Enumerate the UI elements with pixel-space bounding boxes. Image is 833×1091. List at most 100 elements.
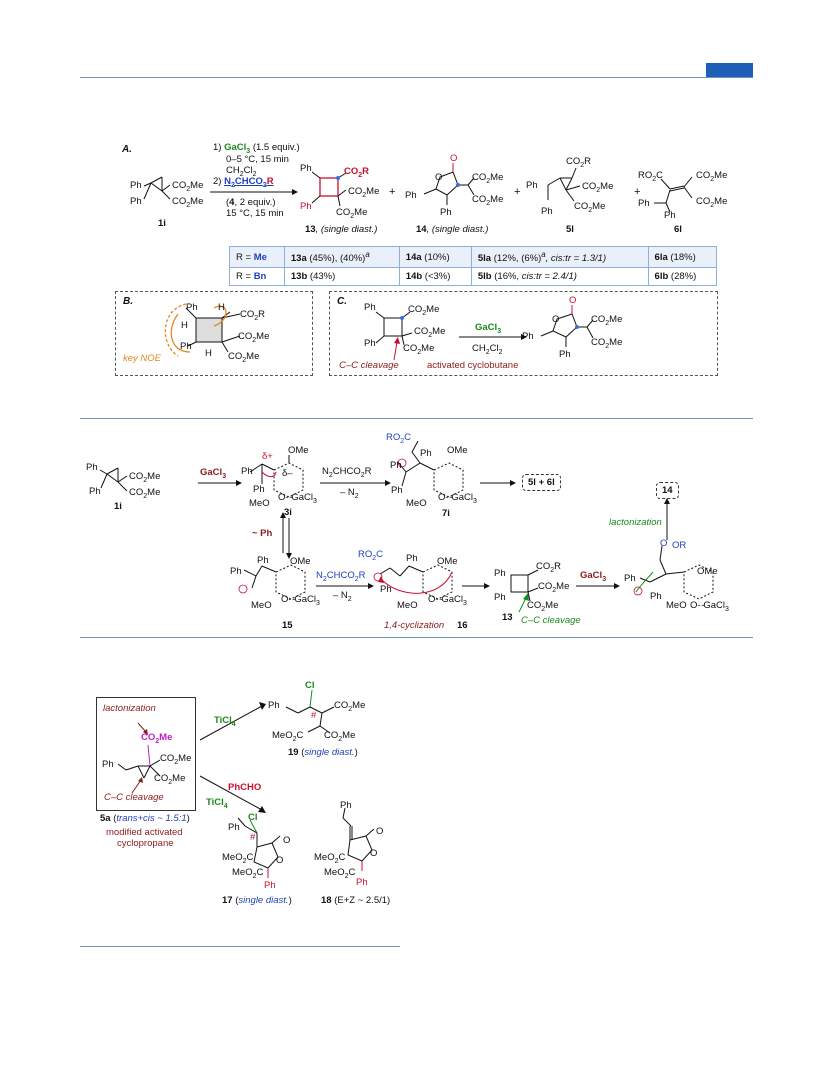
header-rule [80,77,753,78]
cond2: 2) N2CHCO2R [213,176,274,191]
ester-text: RO2C [386,432,412,445]
ester-text: CO2Me [172,196,204,209]
mech-13-label: 13 [502,612,513,623]
label-18: 18 [321,895,332,906]
ph-text: Ph [405,190,417,201]
activated-cyclobutane-label: activated cyclobutane [427,360,519,371]
ph-text: Ph [440,207,452,218]
gacl3-text: O- -GaCl3 [281,594,320,607]
cond1-reagent-text: GaCl [224,142,247,153]
box-6l: 6l [546,477,555,488]
ester-text: MeO2C [324,867,356,880]
ph-text: Ph [380,584,392,595]
ph-text: Ph [364,338,376,349]
minus-n-sub: 2 [347,595,352,603]
c6-text: (18%) [667,251,696,263]
table-cell: 13b (43%) [283,267,400,287]
ph-text: Ph [522,331,534,342]
note-pre: ( [113,813,117,824]
c14: 14b [405,271,423,283]
ticl-text: TiCl [214,715,232,726]
ph-text: Ph [664,210,676,221]
note-13: , (single diast.) [315,224,378,235]
s3-ticl4-2: TiCl4 [206,797,228,812]
r-text: R [358,570,366,581]
c14: 14a [405,251,422,263]
table-cell: 5lb (16%, cis:tr = 2.4/1) [470,267,649,287]
label-19: 19 [288,747,299,758]
ester-text: MeO2C [272,730,304,743]
compound-5l-label: 5l [566,224,574,235]
ester-text: CO2Me [591,314,623,327]
ester-text: MeO2C [314,852,346,865]
table-cell: R = Me [229,245,285,269]
note-17: single diast. [238,895,289,906]
ome-text: OMe [290,556,311,567]
note-19: single diast. [304,747,355,758]
ph-text: Ph [230,566,242,577]
ph-text: Ph [494,592,506,603]
compound-6l-label: 6l [674,224,682,235]
key-noe-label: key NOE [123,353,162,364]
ph-text: Ph [264,880,276,891]
meo-text: MeO [666,600,687,611]
chco-text: CHCO [326,570,355,581]
ester-text: CO2Me [538,581,570,594]
carbonyl-o: O [450,153,458,164]
note-post: ) [186,813,190,824]
ester-text: CO2R [536,561,562,574]
meo-text: MeO [249,498,270,509]
ph-text: Ph [102,759,114,770]
ester-text: RO2C [358,549,384,562]
ester-text: CO2Me [172,180,204,193]
ph-text: Ph [257,555,269,566]
c6-text: (28%) [668,271,697,283]
c5-sup: a [541,250,546,259]
s3-desc1: modified activated [106,827,183,838]
gacl-sub: 3 [222,472,227,480]
results-table: R = Me 13a (45%), (40%)a 14a (10%) 5la (… [229,245,718,287]
panel-c-solvent: CH2Cl2 [472,343,503,358]
solv-a-sub: 2 [485,348,490,356]
ph-text: Ph [559,349,571,360]
s3-19-label: 19 (single diast.) [288,747,358,758]
chco-sub: 2 [354,575,359,583]
ph-text: Ph [300,163,312,174]
ester-text: CO2Me [129,471,161,484]
ph-text: Ph [390,460,402,471]
gacl3-text: O- -GaCl3 [690,600,729,613]
mech-15-label: 15 [282,620,293,631]
hash-text: # [311,710,317,721]
carbonyl-o: O [283,835,291,846]
ph-text: Ph [624,573,636,584]
ph-text: Ph [253,484,265,495]
box-plus: + [538,477,545,488]
ph-text: Ph [638,198,650,209]
mech-lactonization: lactonization [609,517,662,528]
c13-sup: a [365,250,370,259]
panel-c-label: C. [337,296,347,307]
table-row: R = Me 13a (45%), (40%)a 14a (10%) 5la (… [229,245,718,269]
gacl3-text: O- -GaCl3 [278,492,317,505]
ticl-text: TiCl [206,797,224,808]
n-sub: 2 [230,181,235,189]
panel-b-box [115,291,313,376]
gacl3-text: O- -GaCl3 [438,492,477,505]
cond2-reagent: N2CHCO2R [224,176,274,189]
s3-5a-label: 5a (trans+cis ~ 1.5:1) [100,813,190,824]
ester-text: MeO2C [222,852,254,865]
table-cell: 6lb (28%) [647,267,718,287]
ome-text: OMe [288,445,309,456]
ester-text: CO2Me [154,773,186,786]
ph-text: Ph [300,201,312,212]
ph-text: Ph [406,553,418,564]
r-value: Me [253,251,267,263]
ester-text: CO2Me [414,326,446,339]
note-18: (E+Z ~ 2.5/1) [334,895,391,906]
r-label: R = [236,251,254,263]
